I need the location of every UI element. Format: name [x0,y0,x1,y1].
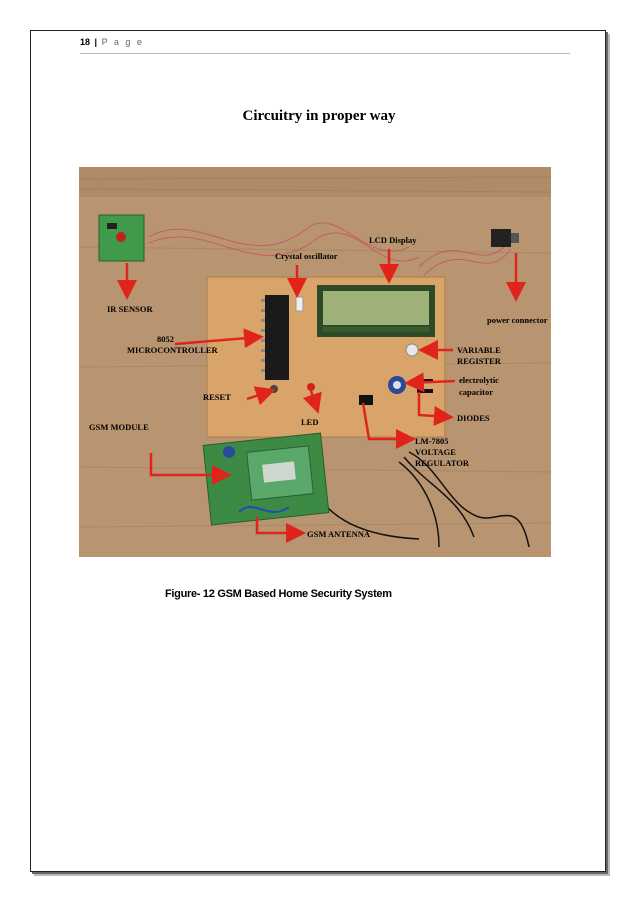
label-reset: RESET [203,392,231,402]
label-gsm-antenna: GSM ANTENNA [307,529,371,539]
label-variable-line2: REGISTER [457,356,502,366]
page-border [30,30,606,872]
label-mcu-line2: MICROCONTROLLER [127,345,219,355]
page-header: 18 | P a g e [80,37,570,54]
circuit-illustration: IR SENSOR Crystal oscillator LCD Display… [79,167,551,557]
page-word: P a g e [101,37,144,47]
label-capacitor-line2: capacitor [459,387,493,397]
label-lm7805-line3: REGULATOR [415,458,470,468]
label-lm7805-line1: LM-7805 [415,436,449,446]
label-diodes: DIODES [457,413,490,423]
header-separator: | [94,37,98,47]
label-gsm-module: GSM MODULE [89,422,149,432]
label-power-connector: power connector [487,315,548,325]
label-capacitor-line1: electrolytic [459,375,499,385]
figure-caption: Figure- 12 GSM Based Home Security Syste… [165,588,392,600]
label-lm7805-line2: VOLTAGE [415,447,456,457]
label-mcu-line1: 8052 [157,334,174,344]
label-ir-sensor: IR SENSOR [107,304,153,314]
circuit-photo: IR SENSOR Crystal oscillator LCD Display… [79,167,551,557]
label-lcd-display: LCD Display [369,235,417,245]
label-led: LED [301,417,318,427]
label-variable-line1: VARIABLE [457,345,501,355]
page-number: 18 [80,37,91,47]
section-title: Circuitry in proper way [242,108,396,124]
label-crystal-oscillator: Crystal oscillator [275,251,338,261]
